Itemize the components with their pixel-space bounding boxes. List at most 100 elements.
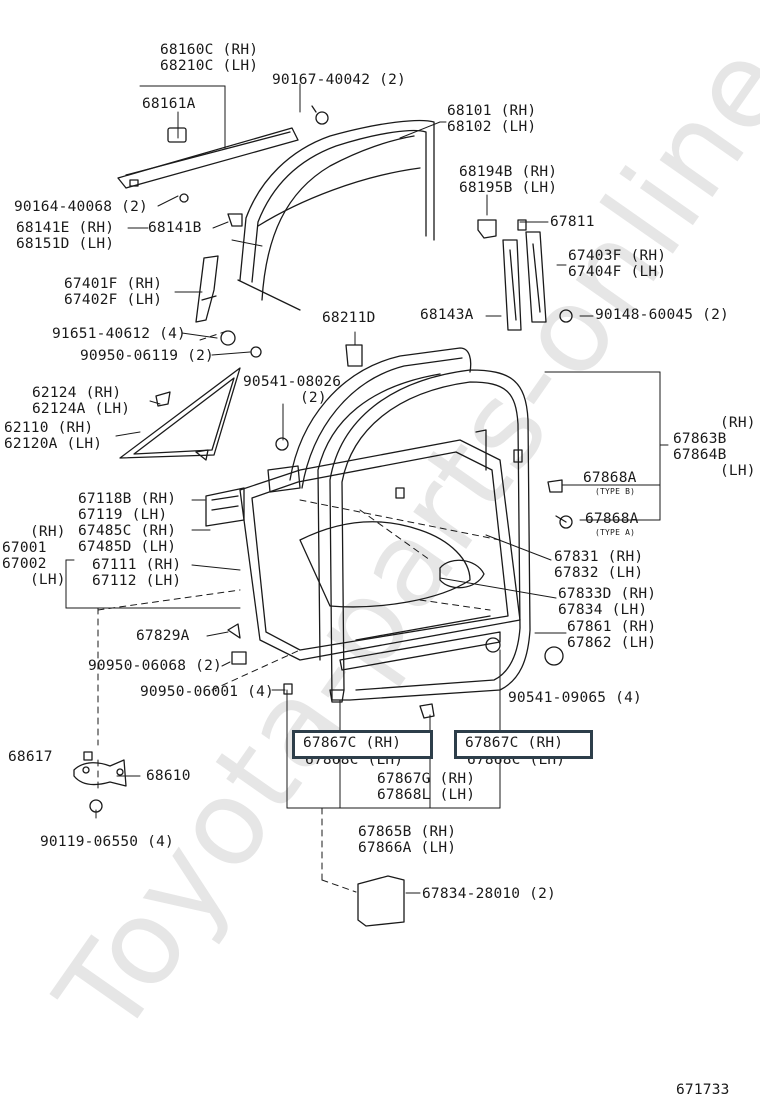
highlight-box-left: 67867C (RH) [292,730,433,759]
hinge-68610 [73,751,127,813]
part-label-68101: 68101 (RH) [447,103,537,119]
part-label-67118b: 67118B (RH) [78,491,177,507]
upper-moulding-part [117,127,299,189]
label-group-67865b: 67865B (RH) 67866A (LH) [358,824,456,856]
front-channel-67401f [195,255,262,358]
label-group-68141e: 68141E (RH) 68151D (LH) [16,220,114,252]
part-label-67112: 67112 (LH) [92,573,182,589]
label-group-67401f: 67401F (RH) 67402F (LH) [64,276,162,308]
label-group-67863b: 67863B 67864B [673,431,727,463]
label-group-68160c: 68160C (RH) 68210C (LH) [160,42,258,74]
part-label-67402f: 67402F (LH) [64,292,163,308]
part-label-90167: 90167-40042 (2) [272,72,406,88]
clip-67868a-type-b [547,479,563,493]
label-group-68101: 68101 (RH) 68102 (LH) [447,103,536,135]
label-group-67403f: 67403F (RH) 67404F (LH) [568,248,666,280]
small-pads [227,623,293,695]
part-label-67865b: 67865B (RH) [358,824,457,840]
diagram-id: 671733 [676,1082,730,1098]
part-label-67867g: 67867G (RH) [377,771,476,787]
part-label-67868a-b: 67868A [583,470,637,486]
part-label-90950-06001: 90950-06001 (4) [140,684,274,700]
part-label-68151d: 68151D (LH) [16,236,115,252]
part-label-67862: 67862 (LH) [567,635,657,651]
side-label-rh-left: (RH) [30,524,66,540]
sill-strip [275,437,564,671]
type-label-a: (TYPE A) [595,528,636,537]
type-label-b: (TYPE B) [595,487,636,496]
side-label-rh-right: (RH) [720,415,756,431]
part-label-68210c: 68210C (LH) [160,58,259,74]
part-label-68211d: 68211D [322,310,376,326]
part-label-67831: 67831 (RH) [554,549,644,565]
part-label-90950-06068: 90950-06068 (2) [88,658,222,674]
part-label-67864b: 67864B [673,447,727,463]
part-label-67866a: 67866A (LH) [358,840,457,856]
part-label-67119: 67119 (LH) [78,507,168,523]
label-group-67833d: 67833D (RH) 67834 (LH) [558,586,656,618]
part-label-67811: 67811 [550,214,595,230]
label-group-67111: 67111 (RH) 67112 (LH) [92,557,181,589]
part-label-67485d: 67485D (LH) [78,539,177,555]
door-weatherstrip [289,347,531,701]
part-label-67002: 67002 [2,556,47,572]
part-label-68102: 68102 (LH) [447,119,537,135]
part-label-90164: 90164-40068 (2) [14,199,148,215]
part-label-67868a-a: 67868A [585,511,639,527]
part-label-68195b: 68195B (LH) [459,180,558,196]
quarter-window [119,367,241,461]
part-label-90541-08026: 90541-08026 [243,374,342,390]
clip-67868a-type-a [555,515,573,529]
plate-67834-28010 [357,875,405,927]
part-label-67833d: 67833D (RH) [558,586,657,602]
clips-bottom [329,689,435,719]
label-group-67831: 67831 (RH) 67832 (LH) [554,549,643,581]
part-label-67868l: 67868L (LH) [377,787,476,803]
part-label-90950-06119: 90950-06119 (2) [80,348,214,364]
part-label-67401f: 67401F (RH) [64,276,163,292]
label-group-68194b: 68194B (RH) 68195B (LH) [459,164,557,196]
side-label-lh-left: (LH) [30,572,66,588]
dashed-lines [97,329,501,893]
label-group-62110: 62110 (RH) 62120A (LH) [4,420,102,452]
part-label-67861: 67861 (RH) [567,619,657,635]
bracket-68141b [227,213,243,227]
clip-68194b [477,219,497,239]
clip-68211d [345,344,363,367]
part-label-67834-28010: 67834-28010 (2) [422,886,556,902]
part-label-68143a: 68143A [420,307,474,323]
part-label-67863b: 67863B [673,431,727,447]
side-label-lh-right: (LH) [720,463,756,479]
part-label-62124: 62124 (RH) [32,385,122,401]
part-label-62124a: 62124A (LH) [32,401,131,417]
part-label-67403f: 67403F (RH) [568,248,667,264]
part-label-68161a: 68161A [142,96,196,112]
part-label-68141e: 68141E (RH) [16,220,115,236]
part-label-90148: 90148-60045 (2) [595,307,729,323]
part-label-90119: 90119-06550 (4) [40,834,174,850]
part-label-68160c: 68160C (RH) [160,42,259,58]
label-group-67861: 67861 (RH) 67862 (LH) [567,619,656,651]
part-label-67404f: 67404F (LH) [568,264,667,280]
part-label-68141b: 68141B [148,220,202,236]
part-label-62110: 62110 (RH) [4,420,94,436]
highlight-box-right: 67867C (RH) [454,730,593,759]
label-group-67867g: 67867G (RH) 67868L (LH) [377,771,475,803]
part-label-67111: 67111 (RH) [92,557,182,573]
part-label-91651: 91651-40612 (4) [52,326,186,342]
part-label-90541-09065: 90541-09065 (4) [508,690,642,706]
label-group-67118b: 67118B (RH) 67119 (LH) 67485C (RH) 67485… [78,491,176,555]
part-label-90541-08026-qty: (2) [300,390,327,406]
part-label-67485c: 67485C (RH) [78,523,177,539]
label-group-62124: 62124 (RH) 62124A (LH) [32,385,130,417]
part-label-67834: 67834 (LH) [558,602,648,618]
part-label-67832: 67832 (LH) [554,565,644,581]
part-label-67829a: 67829A [136,628,190,644]
part-label-68617: 68617 [8,749,53,765]
label-group-67001: 67001 67002 [2,540,47,572]
part-label-67001: 67001 [2,540,47,556]
window-glass-run [237,119,435,311]
part-label-68194b: 68194B (RH) [459,164,558,180]
